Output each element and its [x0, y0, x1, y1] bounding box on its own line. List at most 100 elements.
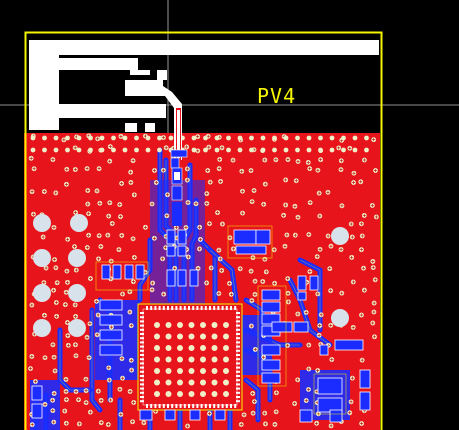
via: [248, 268, 254, 274]
via: [98, 420, 104, 426]
smd-pad[interactable]: [101, 264, 111, 280]
mounting-hole-4[interactable]: [68, 249, 86, 267]
via: [130, 158, 136, 164]
smd-pad[interactable]: [177, 245, 187, 257]
via: [252, 399, 257, 404]
via: [315, 368, 321, 373]
smd-pad[interactable]: [329, 409, 343, 423]
smd-pad[interactable]: [359, 369, 371, 389]
smd-pad[interactable]: [166, 229, 176, 245]
via: [129, 367, 134, 373]
ic-pin: [236, 345, 240, 348]
smd-pad[interactable]: [255, 229, 271, 245]
ic-pin: [150, 404, 153, 408]
ic-pin: [171, 306, 174, 310]
smd-pad[interactable]: [261, 372, 281, 384]
via: [72, 145, 78, 151]
mounting-hole-9[interactable]: [331, 227, 349, 245]
mounting-hole-2[interactable]: [70, 214, 88, 232]
mounting-hole-1[interactable]: [33, 214, 51, 232]
ic-ball: [154, 368, 160, 374]
smd-pad[interactable]: [297, 291, 307, 301]
board-outline[interactable]: [24, 31, 383, 430]
via: [230, 157, 236, 163]
smd-pad[interactable]: [177, 229, 187, 245]
smd-pad[interactable]: [359, 391, 371, 411]
smd-pad[interactable]: [99, 299, 123, 311]
smd-pad[interactable]: [319, 344, 329, 356]
smd-pad[interactable]: [271, 321, 293, 333]
smd-pad[interactable]: [164, 409, 176, 421]
smd-pad[interactable]: [31, 403, 43, 419]
smd-pad[interactable]: [235, 245, 267, 255]
via: [306, 366, 312, 372]
mounting-hole-5[interactable]: [33, 284, 51, 302]
smd-pad[interactable]: [124, 264, 134, 280]
via: [86, 355, 92, 361]
smd-pad[interactable]: [99, 329, 123, 341]
smd-pad[interactable]: [261, 301, 281, 313]
smd-components[interactable]: [31, 225, 371, 423]
via: [108, 258, 114, 264]
via: [214, 135, 220, 141]
ic-pin: [140, 333, 144, 335]
antenna-keepout[interactable]: [29, 40, 379, 160]
via: [65, 342, 71, 348]
via: [168, 135, 174, 141]
ic-pin: [230, 306, 232, 310]
smd-pad[interactable]: [166, 269, 176, 287]
smd-pad[interactable]: [233, 229, 257, 245]
smd-pad[interactable]: [177, 269, 187, 287]
ic-pin: [236, 383, 240, 386]
smd-pad[interactable]: [139, 409, 153, 421]
ic-ball: [165, 322, 172, 328]
smd-pad[interactable]: [99, 314, 123, 326]
ic-pin: [140, 354, 144, 356]
main-ic-footprint[interactable]: [137, 303, 243, 411]
ic-ball: [200, 368, 206, 374]
ic-pin: [200, 306, 203, 310]
smd-pad[interactable]: [31, 385, 43, 401]
via: [371, 137, 377, 143]
smd-pad[interactable]: [297, 275, 307, 291]
via: [105, 232, 111, 238]
smd-pad[interactable]: [317, 377, 343, 395]
smd-pad[interactable]: [261, 344, 281, 356]
ic-pin: [236, 316, 240, 319]
mounting-hole-3[interactable]: [33, 249, 51, 267]
via: [64, 268, 70, 274]
via: [303, 398, 309, 403]
via: [111, 147, 116, 153]
smd-pad[interactable]: [293, 321, 309, 333]
ic-pin: [154, 306, 157, 310]
ic-pin: [236, 349, 240, 352]
smd-pad[interactable]: [189, 409, 201, 421]
mounting-hole-8[interactable]: [68, 319, 86, 337]
smd-pad[interactable]: [189, 269, 199, 287]
ic-ball: [211, 379, 218, 386]
smd-pad[interactable]: [309, 275, 319, 291]
via: [118, 412, 124, 417]
via: [94, 332, 100, 338]
smd-pad[interactable]: [166, 245, 176, 257]
mounting-hole-10[interactable]: [331, 309, 349, 327]
smd-pad[interactable]: [99, 344, 123, 356]
via: [53, 135, 59, 141]
smd-pad[interactable]: [135, 264, 145, 280]
smd-pad[interactable]: [112, 264, 122, 280]
smd-pad[interactable]: [261, 289, 281, 301]
smd-pad[interactable]: [299, 409, 313, 423]
ic-pin: [158, 306, 161, 310]
smd-pad[interactable]: [214, 409, 226, 421]
via: [307, 269, 313, 275]
smd-pad[interactable]: [261, 313, 281, 325]
mounting-hole-7[interactable]: [33, 319, 51, 337]
mounting-hole-6[interactable]: [68, 284, 86, 302]
via: [248, 168, 254, 173]
smd-pad[interactable]: [261, 359, 281, 371]
smd-pad[interactable]: [334, 339, 364, 351]
via: [87, 409, 93, 415]
ic-pin: [171, 404, 174, 408]
via: [372, 334, 377, 340]
